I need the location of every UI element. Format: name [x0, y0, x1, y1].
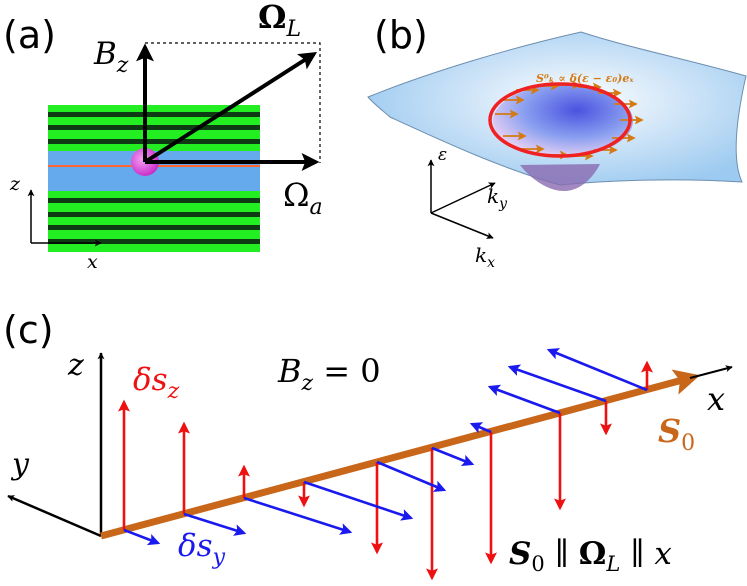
axis-z-label: z — [67, 348, 84, 383]
dsy-arrow — [487, 384, 561, 415]
omega-l-arrow — [143, 52, 318, 164]
axis-x-label: x — [707, 380, 725, 418]
axis-y-line — [7, 494, 102, 538]
layered-structure — [48, 105, 260, 252]
bz-zero-condition: Bz = 0 — [277, 352, 381, 396]
axis-kx-line — [430, 212, 494, 239]
dsy-arrow — [243, 496, 353, 535]
axis-z-label: z — [9, 173, 21, 195]
dark-layer — [48, 139, 260, 144]
axis-ky-label: ky — [487, 184, 508, 212]
dsy-arrow — [469, 422, 492, 434]
dark-layer — [48, 239, 260, 244]
dsz-arrows — [118, 360, 653, 581]
energy-surface-well — [493, 85, 633, 157]
axis-x-line — [689, 365, 733, 379]
s0-arrow — [100, 369, 701, 540]
dsy-arrow — [431, 446, 475, 467]
axis-ky-line — [430, 182, 496, 214]
projection-dashes — [145, 42, 321, 163]
dark-layer — [48, 198, 260, 203]
axis-kx-label: kx — [475, 243, 495, 271]
dsy-arrow — [183, 512, 247, 536]
panel-b: (b) S⁰ₖ ∝ δ(ε − ε₀)eₓ — [367, 13, 747, 271]
dsy-arrow — [303, 480, 414, 521]
dark-layer — [48, 125, 260, 130]
panel-c: (c) Bz = 0 z y x — [3, 308, 733, 581]
dsy-arrow — [123, 528, 161, 546]
s0-omega-relation: S0 ∥ ΩL ∥ x — [509, 536, 672, 576]
fermi-ring — [488, 82, 632, 158]
dsy-arrow — [507, 364, 607, 403]
omega-a-label: Ωa — [283, 176, 323, 220]
s0-label: S0 — [658, 412, 695, 456]
dark-layer — [48, 112, 260, 117]
dsy-arrow — [376, 460, 447, 492]
energy-surface-dip — [520, 164, 600, 192]
dsy-label: δsy — [178, 528, 226, 570]
dsz-label: δsz — [133, 362, 180, 404]
axis-y-label: y — [10, 447, 30, 482]
axis-eps-label: ε — [438, 145, 447, 165]
panel-a-label: (a) — [3, 13, 56, 57]
dark-layer — [48, 225, 260, 230]
bz-label: Bz — [93, 36, 129, 78]
dsy-arrows — [123, 348, 648, 546]
dsy-arrow — [546, 348, 648, 392]
axis-x-label: x — [87, 251, 98, 273]
panel-c-label: (c) — [3, 308, 54, 352]
dark-layer — [48, 212, 260, 217]
spin-density-annotation: S⁰ₖ ∝ δ(ε − ε₀)eₓ — [536, 72, 634, 85]
panel-b-label: (b) — [374, 13, 428, 57]
omega-l-label: ΩL — [258, 0, 301, 42]
panel-a: (a) Bz ΩL Ωa z x — [3, 0, 323, 273]
